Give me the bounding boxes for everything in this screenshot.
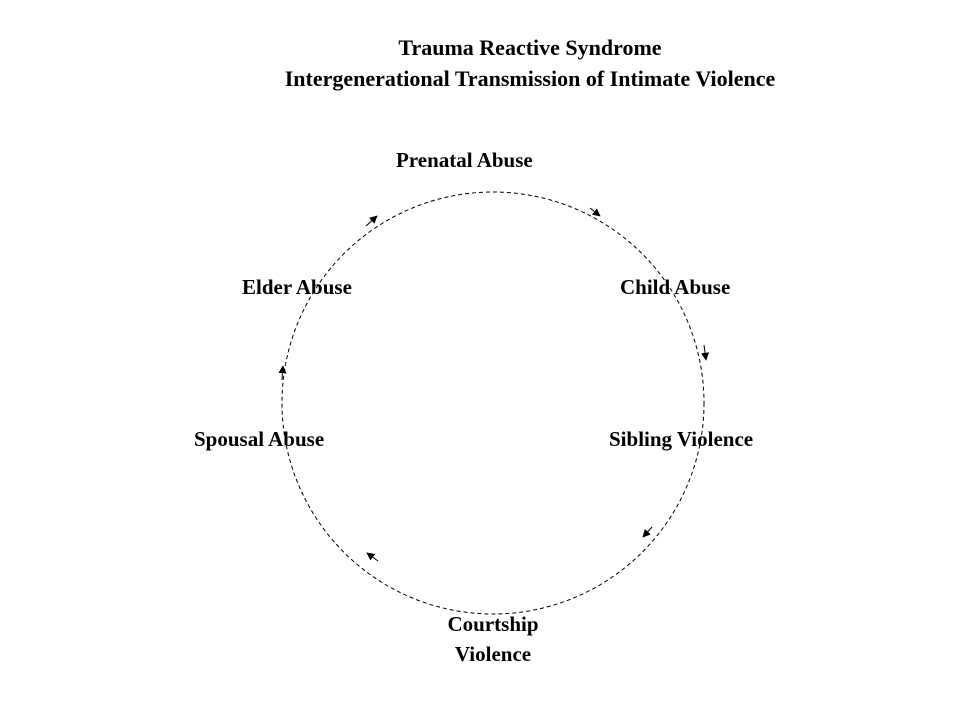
cycle-circle	[281, 191, 705, 615]
node-elder-abuse: Elder Abuse	[242, 275, 352, 299]
node-sibling-violence: Sibling Violence	[609, 427, 754, 451]
arrow-elder-to-prenatal	[365, 215, 378, 227]
node-courtship-violence: Courtship Violence	[393, 609, 593, 669]
node-child-abuse: Child Abuse	[620, 275, 731, 299]
arrow-sibling-to-courtship	[642, 526, 653, 538]
arrow-courtship-to-spousal	[366, 552, 379, 562]
node-courtship-line-1: Courtship	[447, 612, 539, 636]
arrow-child-to-sibling	[701, 344, 710, 361]
arrow-spousal-to-elder	[278, 365, 287, 381]
node-prenatal-abuse: Prenatal Abuse	[396, 148, 533, 172]
node-courtship-line-2: Violence	[454, 642, 532, 666]
title-line-1: Trauma Reactive Syndrome	[398, 35, 662, 60]
arrow-prenatal-to-child	[589, 207, 601, 217]
title-line-2: Intergenerational Transmission of Intima…	[284, 66, 776, 91]
cycle-arrows	[278, 207, 710, 562]
node-spousal-abuse: Spousal Abuse	[194, 427, 325, 451]
diagram-title: Trauma Reactive Syndrome Intergeneration…	[0, 32, 960, 94]
